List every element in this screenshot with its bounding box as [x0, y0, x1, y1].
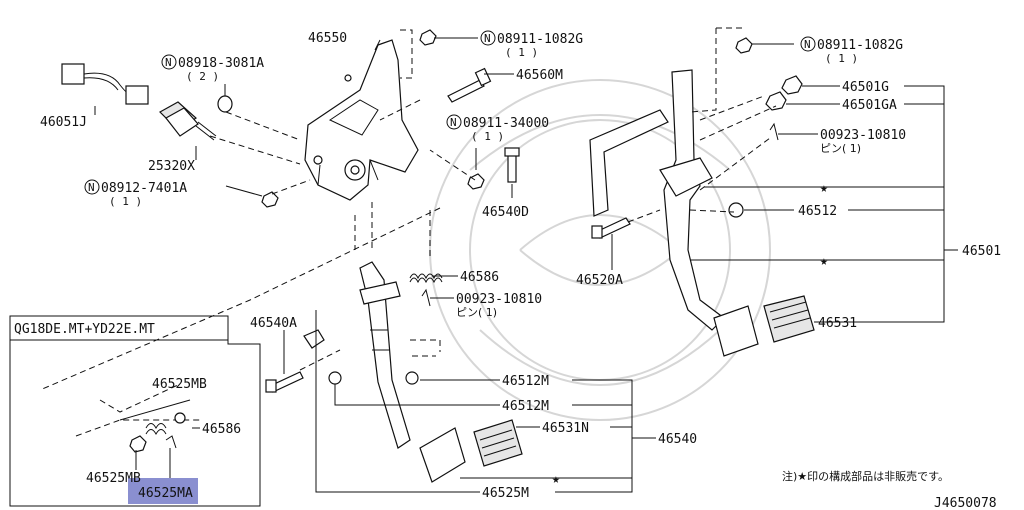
label-46501ga: 46501GA [842, 98, 897, 113]
inset-labels: QG18DE.MT+YD22E.MT 46525MB 46586 46525MB… [14, 322, 241, 501]
pin-00923-10810-left [421, 288, 431, 307]
nut-08911-34000 [467, 173, 485, 190]
label-46512m-a: 46512M [502, 374, 549, 389]
bolt-46540d [504, 147, 520, 183]
bolt-46560m [447, 67, 492, 103]
label-46525m: 46525M [482, 486, 529, 501]
label-08911-1082g-b: 08911-1082G [817, 38, 903, 53]
clutch-pedal-46540-drawing [328, 261, 523, 483]
label-00923-10810-a-sub: ピン( 1) [820, 142, 861, 155]
nut-08912-7401a [261, 191, 279, 208]
label-46501: 46501 [962, 244, 1001, 259]
label-00923-10810-a: 00923-10810 [820, 128, 906, 143]
label-08912-7401a-qty: ( 1 ) [109, 195, 142, 208]
switch-connector-46051j [61, 63, 149, 105]
note-non-sale-parts: 注)★印の構成部品は非販売です。 [782, 469, 949, 483]
inset-title: QG18DE.MT+YD22E.MT [14, 322, 155, 337]
label-46586: 46586 [460, 270, 499, 285]
star-markers: ★ ★ ★ [552, 181, 828, 487]
label-00923-10810-b: 00923-10810 [456, 292, 542, 307]
n-marker-08911-a: N [484, 32, 491, 45]
brake-pedal-46501-drawing [589, 69, 815, 357]
label-46531: 46531 [818, 316, 857, 331]
n-marker-08918: N [165, 56, 172, 69]
n-marker-08911-34000: N [450, 116, 457, 129]
label-46560m: 46560M [516, 68, 563, 83]
label-08911-34000: 08911-34000 [463, 116, 549, 131]
label-08918-3081a-qty: ( 2 ) [186, 70, 219, 83]
label-00923-10810-b-sub: ピン( 1) [456, 306, 497, 319]
inset-label-46525mb-a: 46525MB [152, 377, 207, 392]
part-labels: 46550 08911-1082G ( 1 ) 08911-1082G ( 1 … [40, 31, 1001, 501]
bolt-46520a [591, 217, 631, 239]
label-46550: 46550 [308, 31, 347, 46]
inset-label-46525mb-b: 46525MB [86, 471, 141, 486]
label-46512m-b: 46512M [502, 399, 549, 414]
nut-08918-3081a [217, 95, 233, 113]
leader-lines [94, 37, 958, 493]
n-marker-08911-b: N [804, 38, 811, 51]
switch-25320x [159, 101, 217, 141]
nut-08911-1082g-top [419, 29, 437, 46]
dashed-assembly-lines [39, 27, 777, 391]
pin-00923-10810-right [769, 122, 779, 141]
label-46531n: 46531N [542, 421, 589, 436]
inset-box [9, 315, 261, 507]
label-46512: 46512 [798, 204, 837, 219]
label-46051j: 46051J [40, 115, 87, 130]
inset-label-46586: 46586 [202, 422, 241, 437]
label-46540: 46540 [658, 432, 697, 447]
n-markers: N N N N N [84, 30, 816, 195]
label-25320x: 25320X [148, 159, 195, 174]
nut-46501g [781, 75, 803, 95]
n-marker-08912: N [88, 181, 95, 194]
label-08911-1082g-a-qty: ( 1 ) [505, 46, 538, 59]
inset-label-46525ma: 46525MA [138, 486, 193, 501]
spring-46586 [409, 273, 443, 284]
label-08911-1082g-b-qty: ( 1 ) [825, 52, 858, 65]
star-marker-1: ★ [820, 181, 828, 196]
label-08911-34000-qty: ( 1 ) [471, 130, 504, 143]
star-marker-3: ★ [552, 472, 560, 487]
clip-46540a [303, 329, 325, 349]
highlight-46525ma [128, 478, 198, 504]
label-46501g: 46501G [842, 80, 889, 95]
label-46540d: 46540D [482, 205, 529, 220]
label-46520a: 46520A [576, 273, 623, 288]
star-marker-2: ★ [820, 254, 828, 269]
label-08911-1082g-a: 08911-1082G [497, 32, 583, 47]
nut-08911-1082g-right [735, 37, 753, 54]
label-08912-7401a: 08912-7401A [101, 181, 187, 196]
nut-46501ga [765, 91, 787, 111]
label-46540a: 46540A [250, 316, 297, 331]
diagram-id: J4650078 [934, 496, 997, 510]
bolt-46540a [265, 371, 304, 393]
bracket-46550-drawing [304, 39, 419, 201]
label-08918-3081a: 08918-3081A [178, 56, 264, 71]
